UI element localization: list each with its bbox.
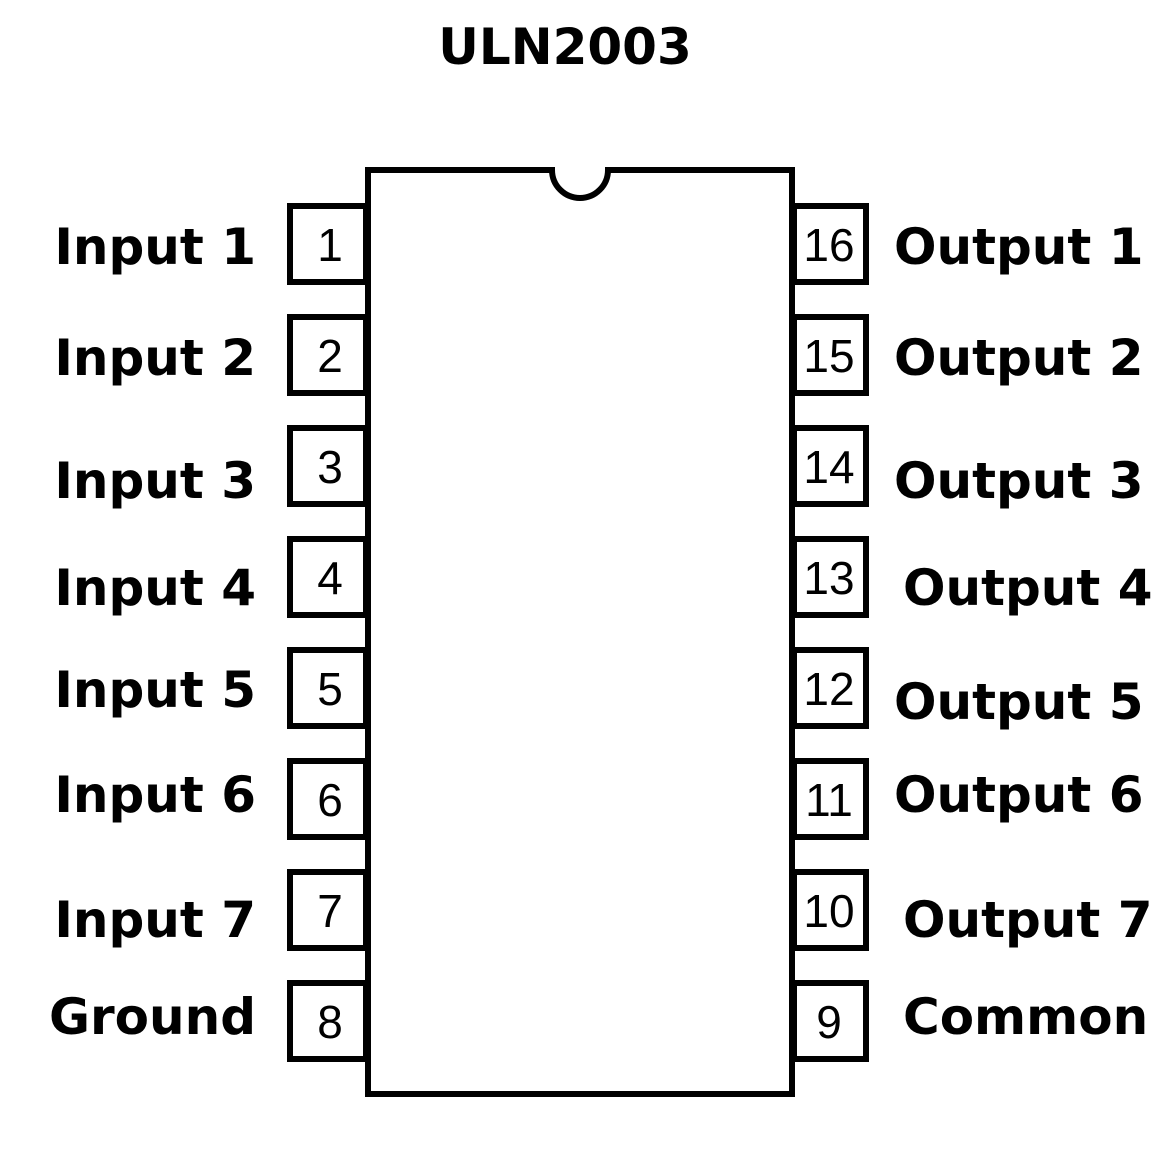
pin-label: Output 5 bbox=[894, 673, 1144, 731]
pin-2: 2 Input 2 bbox=[54, 314, 369, 396]
pin-number: 9 bbox=[816, 996, 842, 1048]
pin-3: 3 Input 3 bbox=[54, 425, 369, 510]
pin-label: Output 7 bbox=[903, 891, 1153, 949]
pin-label: Output 1 bbox=[894, 218, 1144, 276]
pin-number: 8 bbox=[317, 996, 343, 1048]
pin-box bbox=[791, 758, 869, 840]
pin-number: 12 bbox=[803, 663, 854, 715]
ic-body bbox=[365, 167, 795, 1097]
pin-8: 8 Ground bbox=[49, 980, 369, 1062]
pin-number: 16 bbox=[803, 219, 854, 271]
pin-label: Common bbox=[903, 988, 1148, 1046]
pin-12: 12 Output 5 bbox=[791, 647, 1144, 731]
pin-16: 16 Output 1 bbox=[791, 203, 1144, 285]
pin-label: Input 7 bbox=[54, 891, 256, 949]
pin-1: 1 Input 1 bbox=[54, 203, 369, 285]
pin-number: 2 bbox=[317, 330, 343, 382]
pin-label: Input 1 bbox=[54, 218, 256, 276]
pin-11: 11 Output 6 bbox=[791, 758, 1144, 840]
pin-box bbox=[791, 647, 869, 729]
pin-box bbox=[791, 203, 869, 285]
pin-box bbox=[791, 314, 869, 396]
pin-4: 4 Input 4 bbox=[54, 536, 369, 618]
pin-14: 14 Output 3 bbox=[791, 425, 1144, 510]
pin-6: 6 Input 6 bbox=[54, 758, 369, 840]
pin-number: 13 bbox=[803, 552, 854, 604]
pin-9: 9 Common bbox=[791, 980, 1148, 1062]
pin-number: 6 bbox=[317, 774, 343, 826]
pin-box bbox=[287, 314, 369, 396]
pin-number: 15 bbox=[803, 330, 854, 382]
pin-5: 5 Input 5 bbox=[54, 647, 369, 729]
chip-title: ULN2003 bbox=[438, 18, 691, 76]
pin-box bbox=[791, 980, 869, 1062]
pin-13: 13 Output 4 bbox=[791, 536, 1153, 618]
pin-label: Output 2 bbox=[894, 329, 1144, 387]
pin-10: 10 Output 7 bbox=[791, 869, 1153, 951]
left-pin-column: 1 Input 1 2 Input 2 3 Input 3 4 Input 4 … bbox=[49, 203, 369, 1062]
pin-number: 1 bbox=[317, 219, 343, 271]
pin-label: Output 4 bbox=[903, 559, 1153, 617]
pin-label: Input 2 bbox=[54, 329, 256, 387]
pin-label: Input 5 bbox=[54, 661, 256, 719]
pin-label: Output 6 bbox=[894, 766, 1144, 824]
pin-number: 4 bbox=[317, 552, 343, 604]
pin-box bbox=[287, 869, 369, 951]
pin-box bbox=[287, 758, 369, 840]
pin-number: 11 bbox=[805, 774, 853, 826]
pin-15: 15 Output 2 bbox=[791, 314, 1144, 396]
pin-box bbox=[287, 647, 369, 729]
pin-number: 7 bbox=[317, 885, 343, 937]
pin-box bbox=[287, 425, 369, 507]
pin-number: 10 bbox=[803, 885, 854, 937]
pin-7: 7 Input 7 bbox=[54, 869, 369, 951]
pin-label: Input 4 bbox=[54, 559, 256, 617]
pin-label: Output 3 bbox=[894, 452, 1144, 510]
pin-label: Ground bbox=[49, 988, 256, 1046]
pin-number: 14 bbox=[803, 441, 854, 493]
pin-box bbox=[791, 425, 869, 507]
pin-number: 3 bbox=[317, 441, 343, 493]
pin-box bbox=[791, 536, 869, 618]
pin-box bbox=[287, 203, 369, 285]
pin-number: 5 bbox=[317, 663, 343, 715]
pin-label: Input 3 bbox=[54, 452, 256, 510]
pin-box bbox=[287, 536, 369, 618]
pin-box bbox=[287, 980, 369, 1062]
right-pin-column: 16 Output 1 15 Output 2 14 Output 3 13 O… bbox=[791, 203, 1153, 1062]
pin-label: Input 6 bbox=[54, 766, 256, 824]
pin-box bbox=[791, 869, 869, 951]
